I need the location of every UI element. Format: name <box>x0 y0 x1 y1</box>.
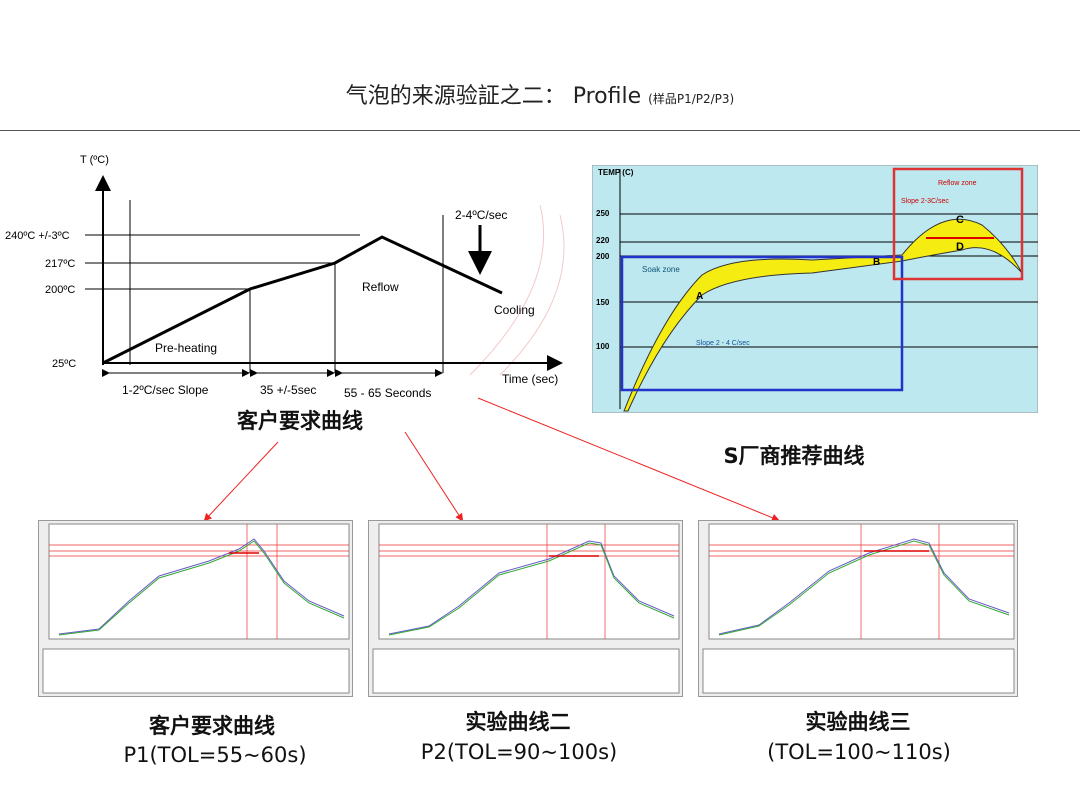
bottom-caption-1: 客户要求曲线 <box>149 714 275 738</box>
bottom-sub-1: P1(TOL=55~60s) <box>123 743 307 767</box>
zone-cooling: Cooling <box>494 303 535 317</box>
panel-p2-chart <box>372 523 680 694</box>
tick-250: 250 <box>596 209 610 218</box>
s-caption: S厂商推荐曲线 <box>723 444 865 468</box>
bottom-sub-2: P2(TOL=90~100s) <box>420 740 618 764</box>
seg-1: 1-2ºC/sec Slope <box>122 383 209 397</box>
seg-3: 55 - 65 Seconds <box>344 386 431 400</box>
slope-reflow: Slope 2-3C/sec <box>901 198 949 205</box>
title-main: 气泡的来源验証之二： Profile <box>345 84 642 109</box>
y-axis-label: T (ºC) <box>80 154 109 166</box>
s-y-label: TEMP (C) <box>598 168 634 177</box>
point-b: B <box>873 257 880 268</box>
reflow-label: Reflow zone <box>938 180 977 187</box>
customer-caption: 客户要求曲线 <box>237 409 363 433</box>
bottom-sub-3: (TOL=100~110s) <box>767 740 951 764</box>
point-a: A <box>696 291 703 302</box>
x-axis-label: Time (sec) <box>502 372 558 386</box>
tick-100: 100 <box>596 342 610 351</box>
soak-label: Soak zone <box>642 265 680 274</box>
seg-2: 35 +/-5sec <box>260 383 316 397</box>
panel-p2 <box>368 520 683 697</box>
rate-label: 2-4ºC/sec <box>455 208 507 222</box>
bottom-caption-2: 实验曲线二 <box>465 710 571 734</box>
page-title: 气泡的来源验証之二： Profile (样品P1/P2/P3) <box>0 78 1080 110</box>
panel-p1 <box>38 520 353 697</box>
temp-240: 240ºC +/-3ºC <box>5 230 70 242</box>
panel-p3 <box>698 520 1018 697</box>
temp-25: 25ºC <box>52 358 76 370</box>
panel-p1-chart <box>42 523 350 694</box>
title-divider <box>0 130 1080 131</box>
title-sub: (样品P1/P2/P3) <box>648 92 735 106</box>
slope-soak: Slope 2 - 4 C/sec <box>696 340 750 347</box>
point-c: C <box>956 214 964 226</box>
tick-220: 220 <box>596 236 610 245</box>
point-d: D <box>956 241 964 253</box>
s-profile-chart: TEMP (C) 250 220 200 150 100 Soak zone R… <box>592 165 1038 413</box>
tick-200: 200 <box>596 252 610 261</box>
panel-p3-chart <box>702 523 1015 694</box>
temp-217: 217ºC <box>45 258 75 270</box>
zone-reflow: Reflow <box>362 280 399 294</box>
customer-profile-diagram: T (ºC) Time (sec) 240ºC +/-3ºC 217ºC 200… <box>5 154 565 400</box>
zone-preheat: Pre-heating <box>155 341 217 355</box>
tick-150: 150 <box>596 298 610 307</box>
bottom-caption-3: 实验曲线三 <box>805 710 911 734</box>
temp-200: 200ºC <box>45 284 75 296</box>
